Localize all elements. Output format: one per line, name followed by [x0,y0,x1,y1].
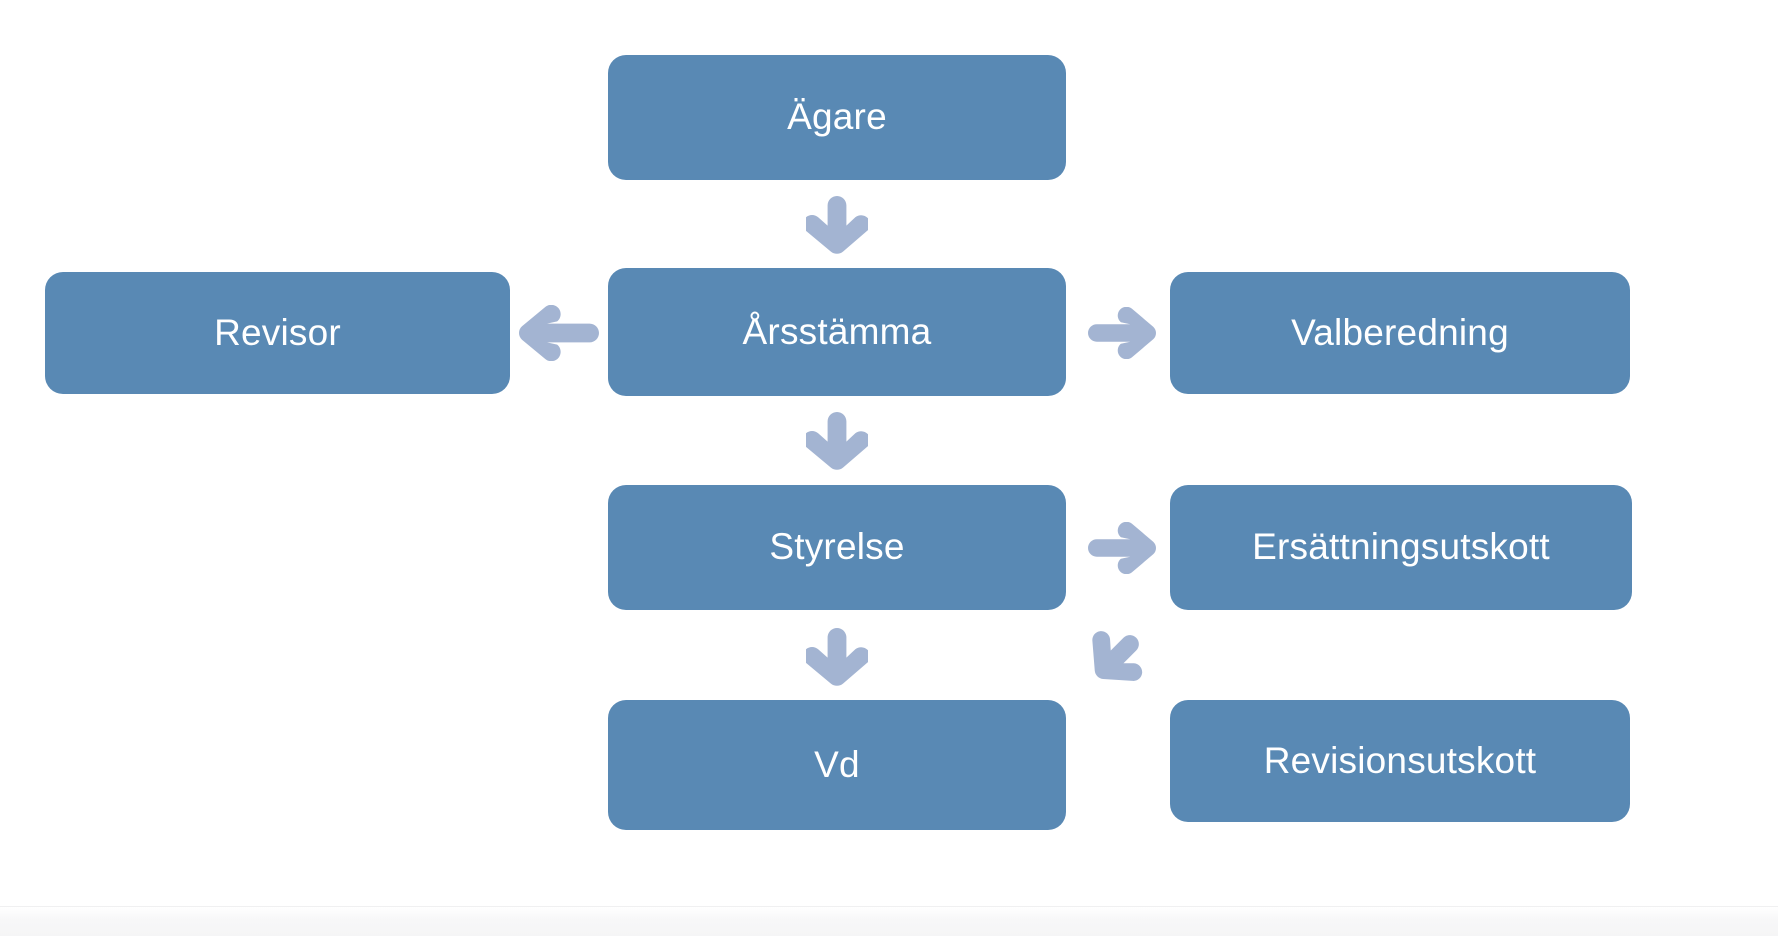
node-agare[interactable]: Ägare [608,55,1066,180]
node-revisionsutskott[interactable]: Revisionsutskott [1170,700,1630,822]
node-label: Valberedning [1291,311,1509,353]
node-label: Revisionsutskott [1263,739,1537,781]
arrow-down-styrelse-to-vd [806,628,868,686]
node-revisor[interactable]: Revisor [45,272,510,394]
node-label: Vd [814,743,860,785]
node-label: Revisor [214,311,341,353]
node-arsstamma[interactable]: Årsstämma [608,268,1066,396]
arrow-right-arsstamma-to-valberedning [1088,307,1156,359]
node-label: Ägare [787,96,887,138]
arrow-down-right-styrelse-to-revisionsutskott [1080,625,1150,693]
arrow-down-arsstamma-to-styrelse [806,412,868,470]
node-valberedning[interactable]: Valberedning [1170,272,1630,394]
node-vd[interactable]: Vd [608,700,1066,830]
node-label: Styrelse [769,526,905,568]
bottom-divider [0,906,1778,936]
node-label: Årsstämma [742,310,932,352]
arrow-left-arsstamma-to-revisor [519,305,599,361]
node-label: Ersättningsutskott [1252,526,1550,568]
node-styrelse[interactable]: Styrelse [608,485,1066,610]
node-ersattningsutskott[interactable]: Ersättningsutskott [1170,485,1632,610]
arrow-down-agare-to-arsstamma [806,196,868,254]
arrow-right-styrelse-to-ersattningsutskott [1088,522,1156,574]
